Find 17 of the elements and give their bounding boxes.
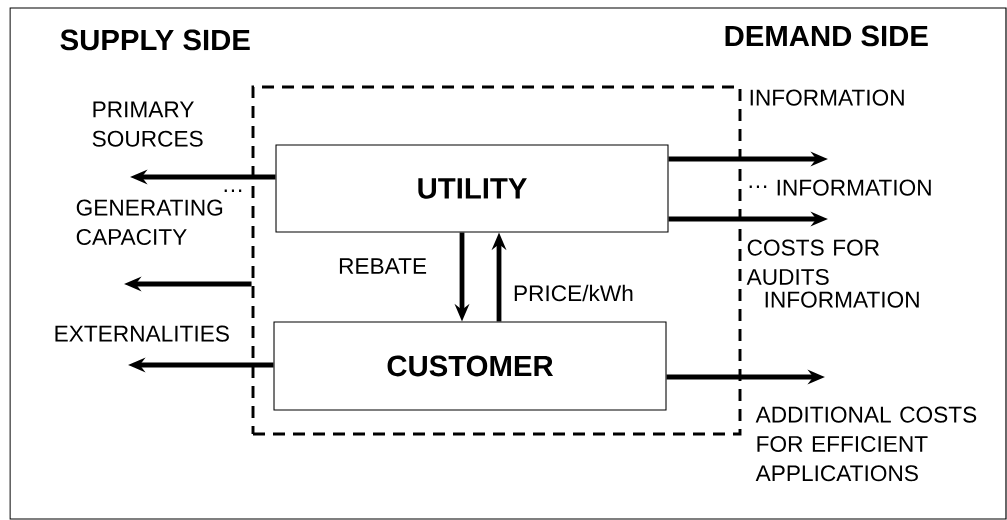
edge-label: REBATE [335, 255, 430, 277]
boundary-box [251, 85, 742, 436]
side-label: INFORMATION [765, 291, 919, 308]
heading: DEMAND SIDE [725, 25, 928, 47]
side-label: COSTS FOR AUDITS [746, 239, 880, 285]
side-label: PRIMARY SOURCES [92, 101, 203, 147]
entity-box: UTILITY [275, 144, 669, 233]
side-label: GENERATING CAPACITY [76, 199, 223, 245]
side-label: INFORMATION [777, 179, 931, 196]
side-label: INFORMATION [750, 89, 904, 106]
side-label: ADDITIONAL COSTS FOR EFFICIENT APPLICATIONS [755, 406, 977, 482]
edge-label: PRICE/kWh [510, 282, 637, 304]
ellipsis: … [749, 185, 767, 188]
heading: SUPPLY SIDE [60, 29, 250, 51]
entity-box: CUSTOMER [273, 321, 667, 411]
side-label: EXTERNALITIES [55, 325, 229, 342]
ellipsis: … [224, 189, 242, 192]
